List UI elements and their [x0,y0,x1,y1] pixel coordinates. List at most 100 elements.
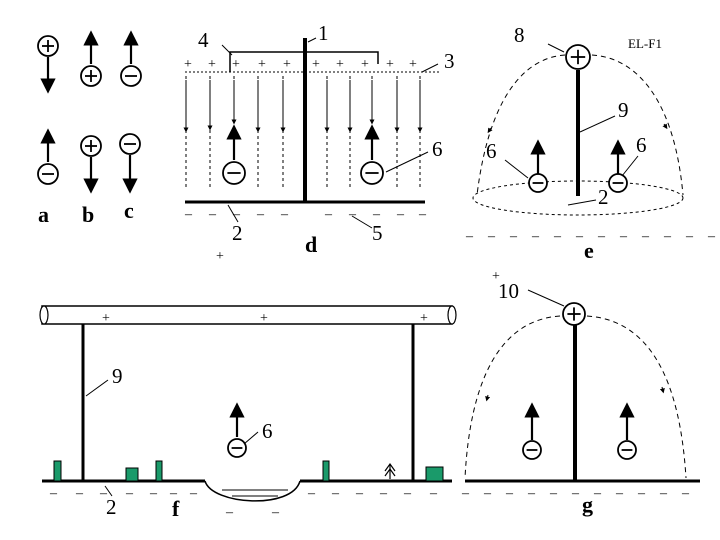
num-3: 3 [444,49,455,73]
leader-9e [579,115,616,133]
ground-minus-charge: – [663,229,672,244]
ground-minus-charge: – [429,486,438,501]
negative-charge-icon [119,133,141,155]
ground-minus-charge: – [505,486,514,501]
ground-minus-charge: – [396,207,405,222]
ground-minus-charge: – [189,486,198,501]
ground-minus-charge: – [659,486,668,501]
leader-9f [85,379,109,397]
positive-charge-icon [562,302,586,326]
ground-minus-charge: – [571,486,580,501]
stray-plus-d: + [216,249,224,264]
ground-minus-charge: – [208,207,217,222]
ground-minus-charge: – [487,229,496,244]
panel-e: EL-F1 –––––––––––– 8 9 6 6 2 e [465,23,716,263]
ground-minus-charge: – [685,229,694,244]
surface-plus-charge: + [336,57,344,72]
field-arrow-g-left [485,394,491,402]
cable-end-right [447,305,457,325]
bush-5 [425,466,444,482]
num-6: 6 [432,137,443,161]
surface-plus-charge: + [208,57,216,72]
figure-tag: EL-F1 [628,36,662,51]
leader-8 [547,43,565,53]
bush-3 [155,460,163,482]
ground-minus-charge: – [256,207,265,222]
ground-minus-charge: – [379,486,388,501]
surface-plus-charge: + [312,57,320,72]
ground-minus-charge: – [531,229,540,244]
ground-minus-charge: – [125,486,134,501]
surface-plus-charge: + [361,57,369,72]
surface-plus-charge: + [258,57,266,72]
ground-minus-charge: – [355,486,364,501]
ground-minus-charge: – [483,486,492,501]
leader-2e [567,199,597,206]
cable-plus-charge: + [260,311,268,326]
num-2e: 2 [598,185,609,209]
negative-charge-icon [360,161,384,185]
leader-4 [221,44,233,56]
ground-minus-charge: – [403,486,412,501]
surface-plus-charge: + [232,57,240,72]
negative-charge-icon [227,438,247,458]
surface-plus-charge: + [184,57,192,72]
ground-minus-charge: – [619,229,628,244]
negative-charge-icon [608,173,628,193]
label-d: d [305,232,317,257]
ground-minus-charge: – [593,486,602,501]
negative-charge-icon [37,163,59,185]
panel-f: +++ ––––––––––––––– 9 6 2 f [39,305,457,521]
stray-plus-g: + [492,269,500,284]
leader-6e-left [504,159,529,179]
field-line-g-right [586,315,687,479]
bush-4 [322,460,330,482]
pond-minus-charge: – [225,505,234,520]
ground-minus-charge: – [597,229,606,244]
field-line-left [476,54,566,196]
field-line-right [591,54,684,196]
bush-2 [125,467,139,482]
panel-abc: a b c [37,30,142,227]
leader-5 [351,215,373,229]
ground-minus-charge: – [575,229,584,244]
surface-plus-charge: + [409,57,417,72]
field-arrow-g-right [659,386,665,394]
ground-minus-charge: – [169,486,178,501]
leader-1 [307,37,317,43]
positive-charge-icon [80,65,102,87]
water-pond [204,480,301,502]
num-6e-right: 6 [636,133,647,157]
ground-minus-charge: – [509,229,518,244]
label-f: f [172,496,180,521]
negative-charge-icon [522,440,542,460]
leader-2f [104,485,113,497]
ground-minus-charge: – [348,207,357,222]
leader-10 [527,289,565,307]
field-arrow-left [487,127,493,134]
cable-plus-charge: + [420,311,428,326]
leader-3 [421,63,439,73]
num-9f: 9 [112,364,123,388]
ground-minus-charge: – [331,486,340,501]
ground-minus-charge: – [99,486,108,501]
num-1: 1 [318,21,329,45]
positive-charge-icon [37,35,59,57]
ground-minus-charge: – [465,229,474,244]
surface-plus-charge: + [283,57,291,72]
label-g: g [582,492,593,517]
ground-minus-charge: – [184,207,193,222]
ground-minus-charge: – [707,229,716,244]
surface-plus-charge: + [386,57,394,72]
leader-6f [243,431,259,445]
ground-minus-charge: – [232,207,241,222]
ground-minus-charge: – [75,486,84,501]
label-b: b [82,202,94,227]
ground-minus-charge: – [527,486,536,501]
ground-minus-charge: – [637,486,646,501]
leader-2 [227,204,239,223]
field-arrow-right [662,123,668,130]
positive-charge-icon [565,44,591,70]
